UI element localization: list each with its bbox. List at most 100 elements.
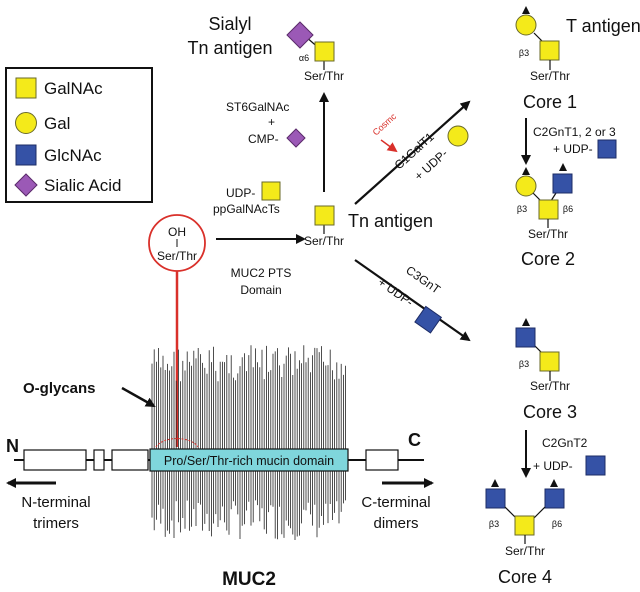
core1-structure: β3 Ser/Thr T antigen Core 1: [515, 6, 640, 112]
legend-item-gal: Gal: [15, 112, 70, 134]
glcnac-symbol: [552, 173, 573, 194]
c-terminal-domain: [365, 449, 399, 471]
galnac-symbol: [15, 77, 37, 99]
c3gnt-donor: + UDP-: [375, 275, 416, 309]
c2gnt2-step: C2GnT2 + UDP-: [521, 430, 606, 478]
tn-residue: Ser/Thr: [304, 234, 344, 248]
protein-name: MUC2: [222, 569, 276, 590]
galnac-symbol: [514, 515, 535, 536]
c2gnt-donor: + UDP-: [553, 142, 593, 156]
c2gnt-step: C2GnT1, 2 or 3 + UDP-: [521, 118, 617, 165]
t-antigen-title: T antigen: [566, 16, 640, 36]
legend-label-galnac: GalNAc: [44, 79, 103, 98]
n-terminal-domain: [23, 449, 87, 471]
sialyl-tn-residue: Ser/Thr: [304, 69, 344, 83]
legend-item-sialic-acid: Sialic Acid: [14, 173, 121, 197]
tn-antigen: Ser/Thr Tn antigen: [304, 205, 433, 248]
triangle-marker: [522, 6, 530, 14]
galnac-symbol: [538, 199, 559, 220]
c2gnt2-donor: + UDP-: [533, 459, 573, 473]
glcnac-symbol: [15, 144, 37, 166]
legend-item-glcnac: GlcNAc: [15, 144, 102, 166]
n-terminal-label-line1: N-terminal: [21, 494, 90, 511]
triangle-marker: [550, 479, 558, 487]
c3gnt-step: C3GnT + UDP-: [354, 259, 471, 342]
glcnac-symbol: [544, 488, 565, 509]
core1-title: Core 1: [523, 92, 577, 112]
sialyl-tn-linkage: α6: [299, 53, 309, 63]
o-glycans-text: O-glycans: [23, 380, 96, 397]
core4-structure: β3 β6 Ser/Thr Core 4: [485, 479, 565, 587]
n-terminus-label: N: [6, 436, 19, 456]
core2-residue: Ser/Thr: [528, 227, 568, 241]
st6galnac-plus: +: [268, 115, 275, 129]
legend: GalNAc Gal GlcNAc Sialic Acid: [5, 67, 153, 203]
gal-symbol: [15, 112, 37, 134]
glcnac-symbol: [414, 305, 443, 334]
legend-label-sialic-acid: Sialic Acid: [44, 176, 121, 195]
start-residue: OH Ser/Thr: [148, 214, 206, 447]
core4-linkage-b6: β6: [552, 519, 562, 529]
c-terminal-label-line2: dimers: [373, 515, 418, 532]
start-residue-label: Ser/Thr: [157, 249, 197, 263]
triangle-marker: [522, 167, 530, 175]
galnac-symbol: [539, 351, 560, 372]
glcnac-symbol: [515, 327, 536, 348]
triangle-marker: [559, 163, 567, 171]
core3-title: Core 3: [523, 402, 577, 422]
o-glycans-label: O-glycans: [23, 380, 96, 397]
glcnac-symbol: [485, 488, 506, 509]
st6galnac-enzyme: ST6GalNAc: [226, 100, 289, 114]
sialic-acid-symbol: [14, 173, 38, 197]
n-terminal-label-line2: trimers: [33, 515, 79, 532]
st6galnac-donor: CMP-: [248, 132, 279, 146]
domain-note-line2: Domain: [240, 283, 281, 297]
legend-label-glcnac: GlcNAc: [44, 146, 102, 165]
o-glycans-arrow: [121, 386, 156, 408]
core1-linkage: β3: [519, 48, 529, 58]
hydroxyl-label: OH: [168, 225, 186, 239]
o-glycan-bristles: [151, 345, 347, 540]
c2gnt-enzyme: C2GnT1, 2 or 3: [533, 125, 616, 139]
core2-linkage-b6: β6: [563, 204, 573, 214]
core2-title: Core 2: [521, 249, 575, 269]
c-terminus-label: C: [408, 430, 421, 450]
core1-residue: Ser/Thr: [530, 69, 570, 83]
galnac-symbol: [314, 205, 335, 226]
legend-label-gal: Gal: [44, 114, 70, 133]
domain-note-line1: MUC2 PTS: [231, 266, 292, 280]
arrow-to-core1: [354, 100, 471, 205]
legend-item-galnac: GalNAc: [15, 77, 103, 99]
galnac-symbol: [539, 40, 560, 61]
ppgalnacts-step: UDP- ppGalNAcTs MUC2 PTS Domain: [213, 181, 306, 297]
n-terminal-domain: [111, 449, 149, 471]
st6galnac-step: ST6GalNAc + CMP-: [226, 92, 329, 192]
galnac-symbol: [261, 181, 281, 201]
glcnac-symbol: [597, 139, 617, 159]
triangle-marker: [491, 479, 499, 487]
c3gnt-enzyme: C3GnT: [403, 263, 443, 297]
core2-linkage-b3: β3: [517, 204, 527, 214]
cosmc-chaperone: Cosmc: [371, 111, 399, 138]
core2-structure: β3 β6 Ser/Thr Core 2: [515, 163, 575, 269]
sialyl-tn-antigen: Sialyl Tn antigen α6 Ser/Thr: [187, 14, 344, 83]
n-terminal-domain: [93, 449, 105, 471]
gal-symbol: [447, 125, 469, 147]
core4-title: Core 4: [498, 567, 552, 587]
core3-residue: Ser/Thr: [530, 379, 570, 393]
core3-linkage: β3: [519, 359, 529, 369]
mucin-domain-box: [149, 448, 349, 472]
cosmc-arrow: [380, 139, 398, 153]
sialyl-tn-title-line2: Tn antigen: [187, 38, 272, 58]
tn-title: Tn antigen: [348, 211, 433, 231]
sialic-acid-symbol: [286, 21, 314, 49]
triangle-marker: [522, 318, 530, 326]
core4-linkage-b3: β3: [489, 519, 499, 529]
mucin-domain-label: Pro/Ser/Thr-rich mucin domain: [164, 454, 334, 468]
muc2-protein: Pro/Ser/Thr-rich mucin domain N C O-glyc…: [6, 345, 434, 590]
galnac-symbol: [314, 41, 335, 62]
arrow-to-core3: [354, 259, 471, 342]
sialic-acid-symbol: [286, 128, 306, 148]
gal-symbol: [515, 175, 537, 197]
